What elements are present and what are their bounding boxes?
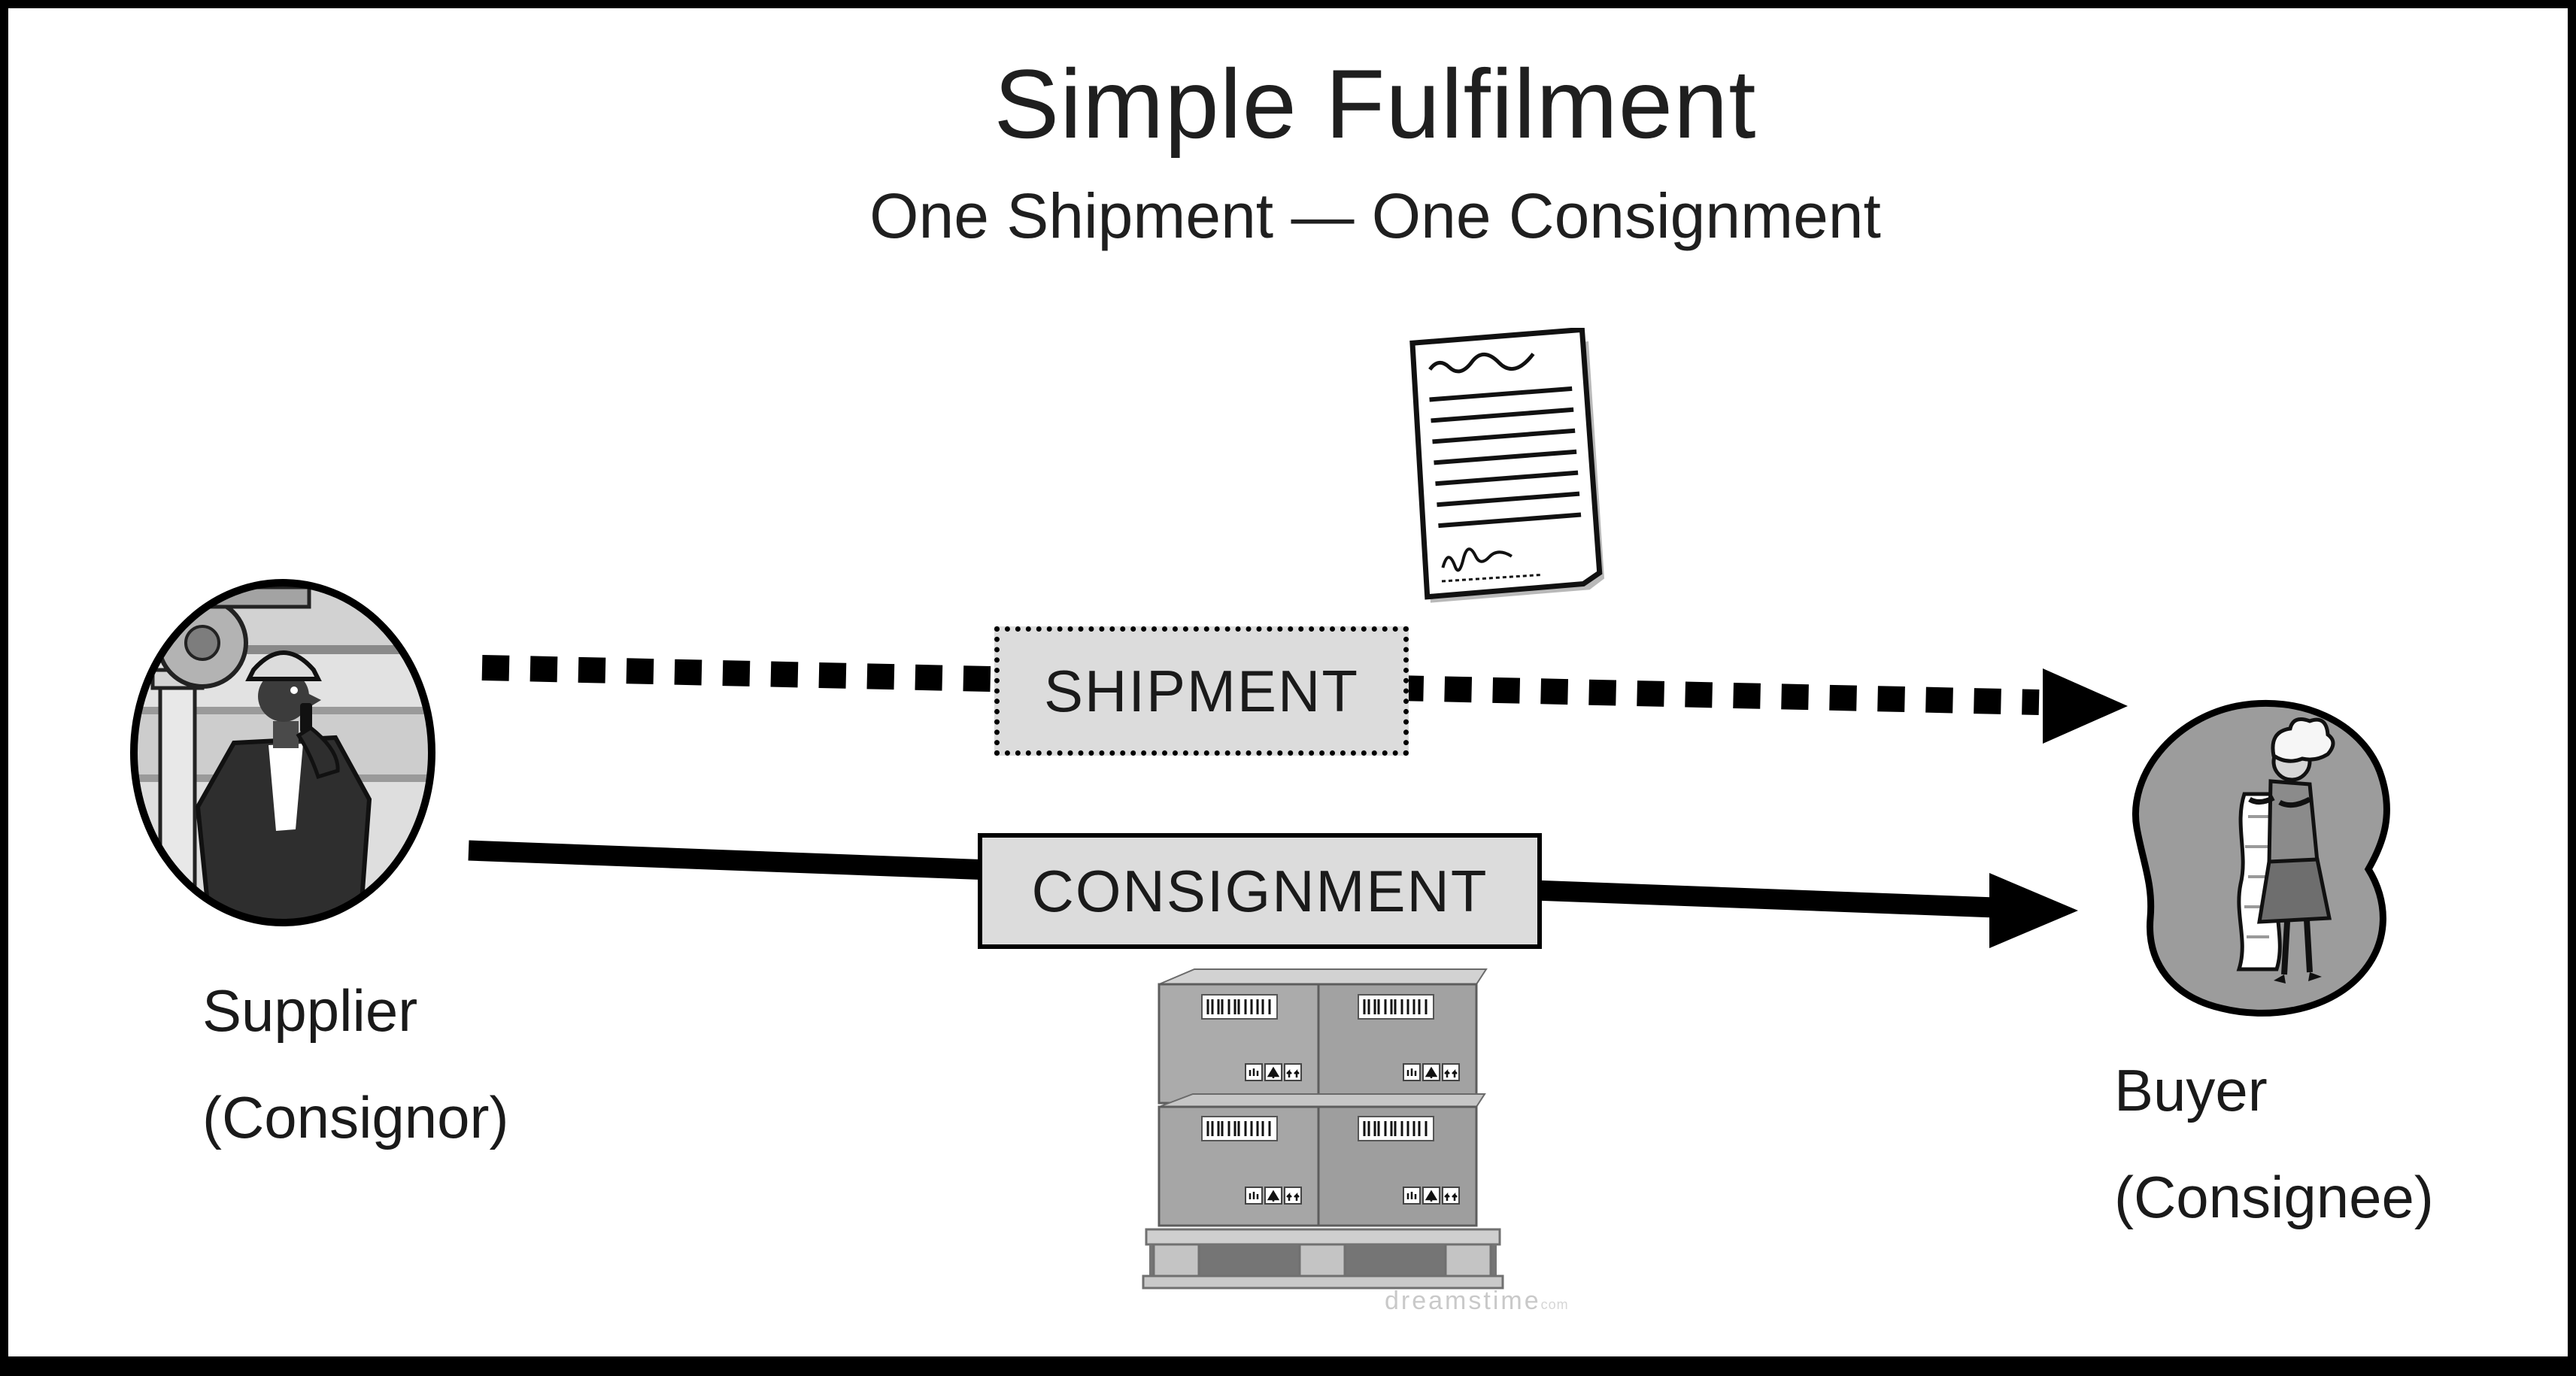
pallet-of-boxes-icon: [1142, 968, 1504, 1290]
diagram-title: Simple Fulfilment: [994, 49, 1757, 159]
diagram-subtitle: One Shipment — One Consignment: [869, 180, 1881, 251]
shipment-label: SHIPMENT: [1043, 657, 1360, 724]
supplier-label: Supplier (Consignor): [202, 957, 508, 1171]
consignment-label-box: CONSIGNMENT: [978, 833, 1542, 949]
shipment-document-clipart: [1396, 328, 1616, 617]
watermark-tld: com: [1540, 1297, 1569, 1312]
buyer-label: Buyer (Consignee): [2114, 1037, 2434, 1250]
shipment-label-box: SHIPMENT: [994, 626, 1409, 756]
factory-worker-on-phone-icon: [130, 579, 435, 926]
buyer-clipart: [2090, 693, 2406, 1027]
buyer-label-line1: Buyer: [2114, 1057, 2268, 1123]
buyer-label-line2: (Consignee): [2114, 1164, 2434, 1230]
signed-document-icon: [1409, 328, 1605, 603]
watermark: dreamstimecom: [1385, 1287, 1569, 1316]
buyer-reading-list-icon: [2132, 699, 2390, 1017]
consignment-label: CONSIGNMENT: [1031, 857, 1488, 924]
pallet-boxes-clipart: [1133, 968, 1513, 1312]
watermark-name: dreamstime: [1385, 1287, 1541, 1315]
supplier-label-line2: (Consignor): [202, 1084, 509, 1150]
supplier-clipart: [121, 574, 449, 935]
supplier-label-line1: Supplier: [202, 977, 418, 1044]
